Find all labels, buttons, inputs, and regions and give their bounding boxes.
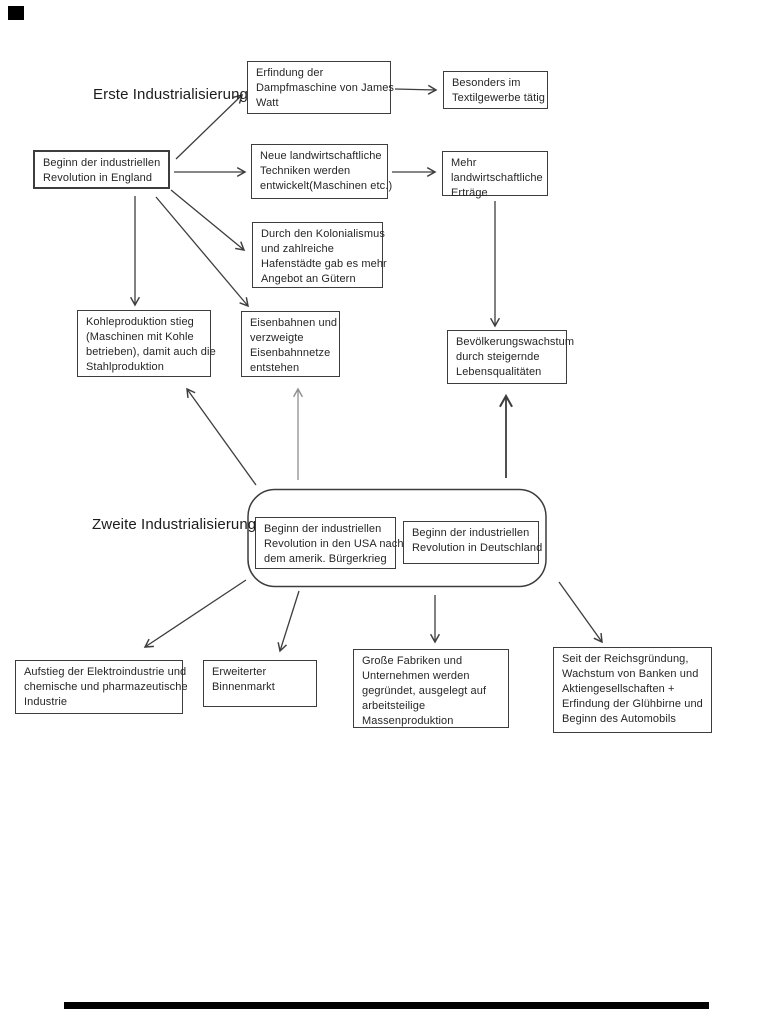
- text-line: (Maschinen mit Kohle: [86, 331, 194, 343]
- text-line: durch steigernde: [456, 351, 540, 363]
- text-line: betrieben), damit auch die: [86, 346, 216, 358]
- text-line: chemische und pharmazeutische: [24, 681, 188, 693]
- box-kohle: Kohleproduktion stieg (Maschinen mit Kohl…: [77, 310, 216, 377]
- arrow-zweite-to-binnenmarkt: [277, 590, 300, 653]
- text-line: Aufstieg der Elektroindustrie und: [24, 666, 187, 678]
- text-line: Revolution in England: [43, 172, 153, 184]
- text-line: verzweigte: [250, 332, 304, 344]
- text-line: entstehen: [250, 362, 300, 374]
- text-line: Erweiterter: [212, 666, 267, 678]
- text-line: Beginn der industriellen: [43, 157, 161, 169]
- text-line: Neue landwirtschaftliche: [260, 150, 382, 162]
- text-line: landwirtschaftliche: [451, 172, 543, 184]
- scan-artifact-square: [8, 6, 24, 20]
- text-line: Beginn der industriellen: [264, 523, 382, 535]
- text-line: Industrie: [24, 696, 68, 708]
- arrow-zweite-to-kohle: [186, 387, 257, 486]
- arrow-england-to-steam-engine: [175, 93, 244, 160]
- text-line: dem amerik. Bürgerkrieg: [264, 553, 387, 565]
- box-elektro: Aufstieg der Elektroindustrie und chemisc…: [15, 660, 188, 714]
- box-reichsgruendung: Seit der Reichsgründung, Wachstum von Ban…: [553, 647, 712, 733]
- text-line: arbeitsteilige: [362, 700, 426, 712]
- arrow-england-to-kolonialismus: [170, 189, 246, 251]
- text-line: Erfindung der: [256, 67, 324, 79]
- text-line: Beginn der industriellen: [412, 527, 530, 539]
- text-line: Bevölkerungswachstum: [456, 336, 575, 348]
- text-line: Kohleproduktion stieg: [86, 316, 194, 328]
- text-line: und zahlreiche: [261, 243, 334, 255]
- box-textile: Besonders im Textilgewerbe tätig: [443, 71, 548, 109]
- scan-artifact-bar: [64, 1002, 709, 1009]
- arrow-zweite-to-elektro: [143, 579, 247, 648]
- text-line: Aktiengesellschaften +: [562, 683, 675, 695]
- text-line: Erträge: [451, 187, 488, 199]
- text-line: Erfindung der Glühbirne und: [562, 698, 703, 710]
- arrow-england-to-eisenbahn: [155, 196, 249, 308]
- text-line: Massenproduktion: [362, 715, 454, 727]
- text-line: Angebot an Gütern: [261, 273, 356, 285]
- arrow-zweite-to-reichsgruendung: [558, 581, 603, 644]
- text-line: Durch den Kolonialismus: [261, 228, 385, 240]
- text-line: Besonders im: [452, 77, 521, 89]
- zweite-group-outline: [247, 488, 547, 588]
- arrow-steam-engine-to-textile: [394, 84, 438, 95]
- text-line: Seit der Reichsgründung,: [562, 653, 689, 665]
- section-label-zweite-industrialisierung: Zweite Industrialisierung:: [92, 516, 261, 533]
- text-line: Textilgewerbe tätig: [452, 92, 546, 104]
- text-line: Techniken werden: [260, 165, 351, 177]
- text-line: Dampfmaschine von James: [256, 82, 395, 94]
- text-line: Unternehmen werden: [362, 670, 470, 682]
- text-line: Binnenmarkt: [212, 681, 275, 693]
- text-line: Beginn des Automobils: [562, 713, 677, 725]
- text-line: Wachstum von Banken und: [562, 668, 699, 680]
- text-line: Stahlproduktion: [86, 361, 164, 373]
- text-line: Revolution in Deutschland: [412, 542, 543, 554]
- text-line: Revolution in den USA nach: [264, 538, 404, 550]
- text-line: Hafenstädte gab es mehr: [261, 258, 387, 270]
- text-line: Große Fabriken und: [362, 655, 463, 667]
- text-line: Mehr: [451, 157, 477, 169]
- text-line: Watt: [256, 97, 279, 109]
- text-line: Eisenbahnen und: [250, 317, 338, 329]
- section-label-erste-industrialisierung: Erste Industrialisierung:: [93, 86, 253, 103]
- text-line: gegründet, ausgelegt auf: [362, 685, 487, 697]
- text-line: Lebensqualitäten: [456, 366, 542, 378]
- text-line: entwickelt(Maschinen etc.): [260, 180, 393, 192]
- text-line: Eisenbahnnetze: [250, 347, 331, 359]
